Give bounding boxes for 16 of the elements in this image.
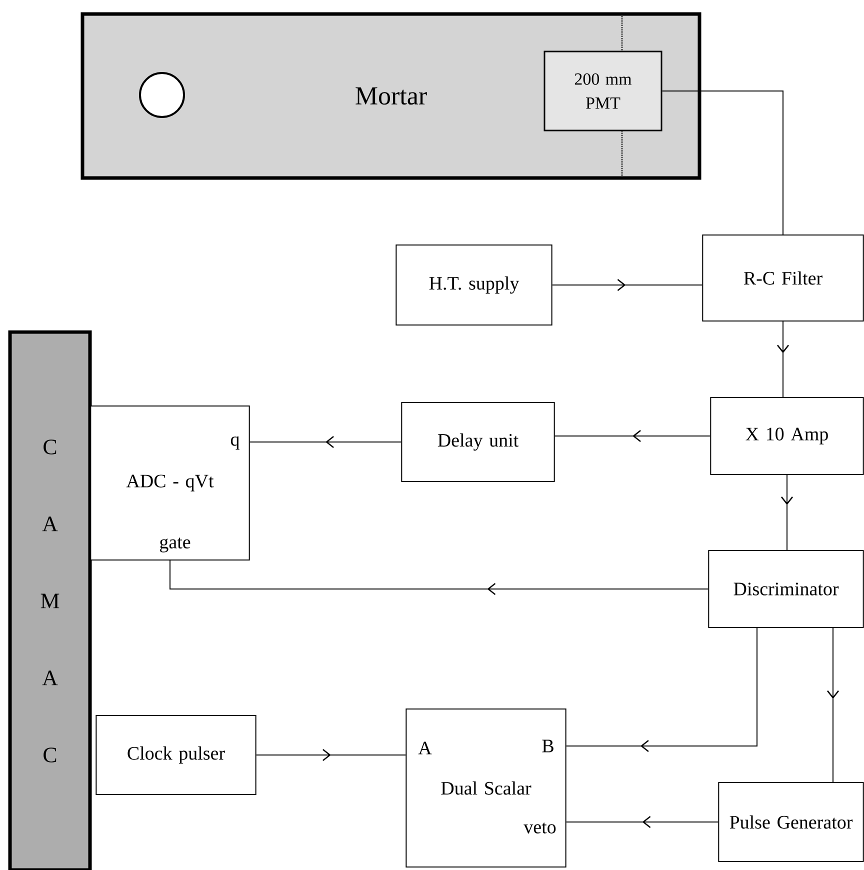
process-box: H.T. supply: [396, 244, 552, 326]
camac-bar: C A M A C: [8, 330, 92, 870]
port-label: B: [542, 740, 554, 752]
port-label: gate: [160, 538, 190, 552]
connector-line: [662, 90, 784, 235]
port-label: A: [418, 742, 432, 754]
circle: [139, 72, 185, 118]
process-box: Clock pulser: [96, 715, 256, 795]
process-box: Discriminator: [708, 550, 864, 628]
port-label: veto: [524, 822, 556, 834]
process-box: Delay unit: [401, 402, 555, 482]
process-box: R-C Filter: [702, 234, 864, 322]
process-box: X 10 Amp: [710, 397, 864, 475]
process-box: Pulse Generator: [718, 782, 864, 862]
pmt-box: 200 mm PMT: [544, 50, 662, 132]
port-label: q: [230, 436, 240, 450]
